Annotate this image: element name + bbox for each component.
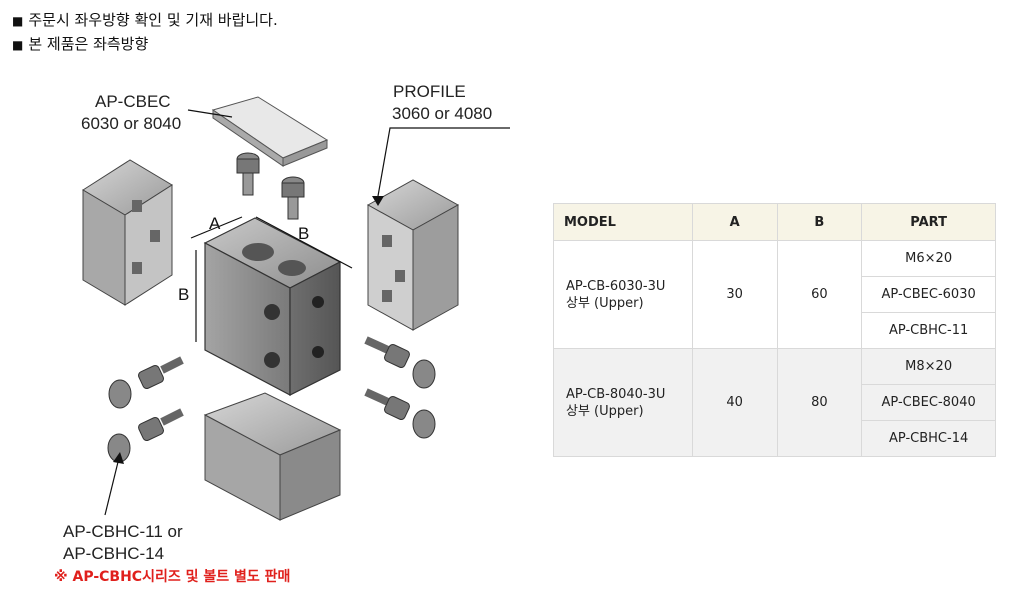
label-profile-line1: PROFILE [393, 82, 466, 101]
part-cell: M8×20 [861, 348, 996, 385]
separate-sale-warning: ※ AP-CBHC시리즈 및 볼트 별도 판매 [54, 569, 291, 585]
header-b: B [776, 203, 863, 241]
label-cbhc-line1: AP-CBHC-11 or [63, 522, 183, 541]
part-cell: AP-CBEC-6030 [861, 276, 996, 313]
bolt-left-lower [138, 408, 184, 441]
label-cbhc-line2: AP-CBHC-14 [63, 544, 165, 563]
model-cell: AP-CB-6030-3U 상부 (Upper) [553, 240, 693, 349]
dimension-b-side-label: B [178, 285, 189, 304]
dimension-a-label: A [209, 214, 221, 233]
note-2-text: 본 제품은 좌측방향 [28, 35, 149, 53]
part-cell: AP-CBEC-8040 [861, 384, 996, 421]
bolt-right-lower [364, 388, 410, 420]
header-a: A [691, 203, 778, 241]
value-b-cell: 60 [776, 240, 863, 349]
value-b-cell: 80 [776, 348, 863, 457]
arrowhead-profile [372, 196, 384, 206]
model-cell: AP-CB-8040-3U 상부 (Upper) [553, 348, 693, 457]
note-1: ■ 주문시 좌우방향 확인 및 기재 바랍니다. [12, 9, 278, 33]
table-row: AP-CBEC-6030 [554, 276, 996, 313]
bullet-icon: ■ [12, 14, 24, 28]
value-a-cell: 30 [691, 240, 778, 349]
table-row: AP-CBEC-8040 [554, 384, 996, 421]
label-cbec-line2: 6030 or 8040 [81, 114, 182, 133]
table-row: AP-CBHC-11 [554, 312, 996, 349]
value-a-cell: 40 [691, 348, 778, 457]
hole-cap-3 [412, 359, 436, 389]
label-profile-line2: 3060 or 4080 [392, 104, 493, 123]
end-cap-cbec [211, 96, 329, 167]
hole-cap-4 [412, 409, 436, 439]
profile-left [82, 159, 173, 306]
bolt-top-2 [281, 176, 305, 220]
part-cell: AP-CBHC-14 [861, 420, 996, 457]
spec-table: MODEL A B PART AP-CB-6030-3U 상부 (Upper) … [553, 203, 996, 457]
table-row: AP-CB-6030-3U 상부 (Upper) 30 60 M6×20 [553, 240, 996, 349]
dimension-lines [190, 216, 353, 342]
model-position: 상부 (Upper) [566, 403, 644, 419]
bullet-icon: ■ [12, 38, 24, 52]
model-code: AP-CB-8040-3U [566, 386, 666, 402]
exploded-assembly-diagram: A B B [82, 96, 510, 521]
header-model: MODEL [553, 203, 693, 241]
bolt-right-upper [364, 336, 410, 368]
model-code: AP-CB-6030-3U [566, 278, 666, 294]
table-row: AP-CBHC-14 [554, 420, 996, 457]
profile-bottom [203, 392, 342, 521]
dimension-b-top-label: B [298, 224, 309, 243]
header-part: PART [861, 203, 996, 241]
profile-right [366, 179, 460, 331]
hole-cap-1 [108, 379, 132, 409]
order-notes: ■ 주문시 좌우방향 확인 및 기재 바랍니다. ■ 본 제품은 좌측방향 [12, 9, 278, 57]
label-cbec-line1: AP-CBEC [95, 92, 171, 111]
part-cell: M6×20 [861, 240, 996, 277]
part-cell: AP-CBHC-11 [861, 312, 996, 349]
corner-bracket-block [203, 217, 342, 396]
note-1-text: 주문시 좌우방향 확인 및 기재 바랍니다. [28, 11, 278, 29]
table-header-row: MODEL A B PART [553, 203, 996, 241]
bolt-top-1 [236, 152, 260, 196]
leader-lines [104, 109, 510, 516]
note-2: ■ 본 제품은 좌측방향 [12, 33, 278, 57]
arrowhead-cbhc [113, 452, 124, 464]
model-position: 상부 (Upper) [566, 295, 644, 311]
table-row: AP-CB-8040-3U 상부 (Upper) 40 80 M8×20 [553, 348, 996, 457]
bolt-left-upper [138, 356, 184, 389]
